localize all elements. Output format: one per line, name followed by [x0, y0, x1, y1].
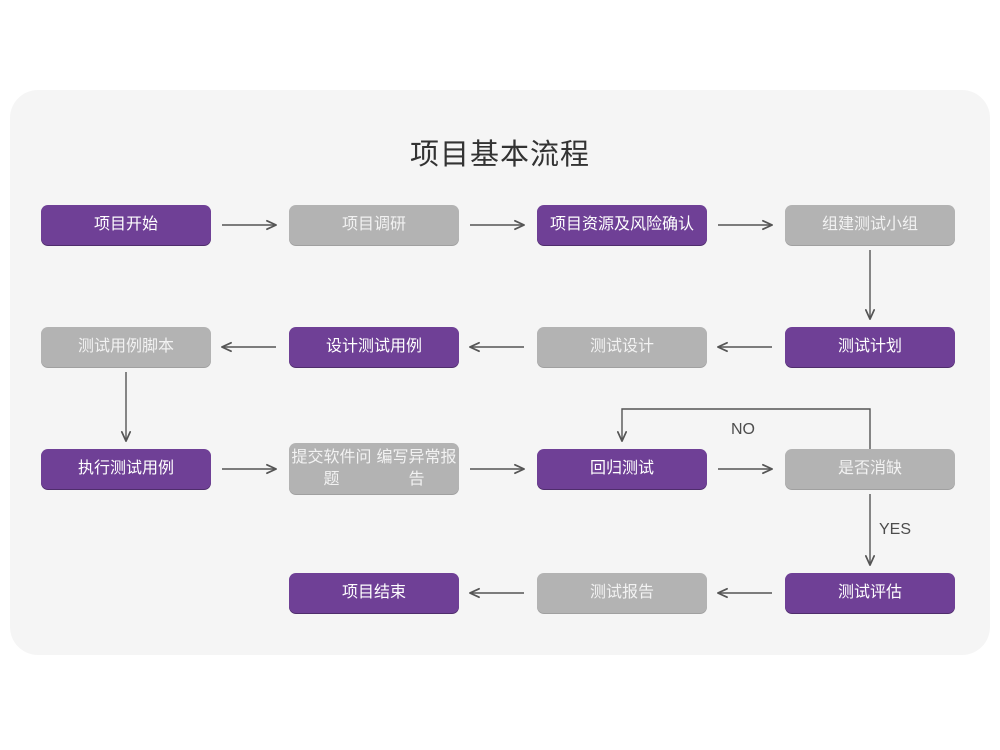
flow-node-label: 设计测试用例 [325, 338, 422, 355]
flow-node-n14[interactable]: 测试报告 [537, 573, 707, 613]
flow-node-n5[interactable]: 测试用例脚本 [41, 327, 211, 367]
flow-node-label: 回归测试 [589, 460, 654, 477]
flow-node-label: 测试评估 [837, 584, 902, 601]
flow-node-label: 项目结束 [341, 584, 406, 601]
flow-node-n9[interactable]: 执行测试用例 [41, 449, 211, 489]
flow-node-label: 项目开始 [93, 216, 158, 233]
flow-node-n1[interactable]: 项目开始 [41, 205, 211, 245]
flow-node-label: 是否消缺 [837, 460, 902, 477]
flow-node-label: 项目资源及风险确认 [549, 216, 694, 233]
flow-node-n13[interactable]: 项目结束 [289, 573, 459, 613]
page-title: 项目基本流程 [409, 139, 590, 171]
flow-node-n10[interactable]: 提交软件问题编写异常报告 [289, 443, 459, 494]
flow-node-label: 提交软件问题 [291, 448, 372, 488]
edge-label-lbl-no: NO [731, 421, 755, 438]
flow-node-label: 测试设计 [589, 338, 654, 355]
flow-node-label: 测试计划 [837, 338, 902, 355]
flow-node-n11[interactable]: 回归测试 [537, 449, 707, 489]
flow-node-label: 测试用例脚本 [77, 338, 174, 355]
flow-node-n8[interactable]: 测试计划 [785, 327, 955, 367]
flow-node-n6[interactable]: 设计测试用例 [289, 327, 459, 367]
flow-node-n15[interactable]: 测试评估 [785, 573, 955, 613]
flow-node-n3[interactable]: 项目资源及风险确认 [537, 205, 707, 245]
flow-node-label: 执行测试用例 [77, 460, 174, 477]
flow-node-n2[interactable]: 项目调研 [289, 205, 459, 245]
content-panel [10, 90, 990, 655]
flow-node-label: 编写异常报告 [376, 448, 457, 488]
flow-node-n4[interactable]: 组建测试小组 [785, 205, 955, 245]
flow-node-n12[interactable]: 是否消缺 [785, 449, 955, 489]
edge-label-lbl-yes: YES [879, 521, 912, 538]
flow-node-label: 测试报告 [589, 584, 654, 601]
flow-node-label: 组建测试小组 [821, 216, 918, 233]
flow-node-n7[interactable]: 测试设计 [537, 327, 707, 367]
flow-node-label: 项目调研 [341, 216, 406, 233]
